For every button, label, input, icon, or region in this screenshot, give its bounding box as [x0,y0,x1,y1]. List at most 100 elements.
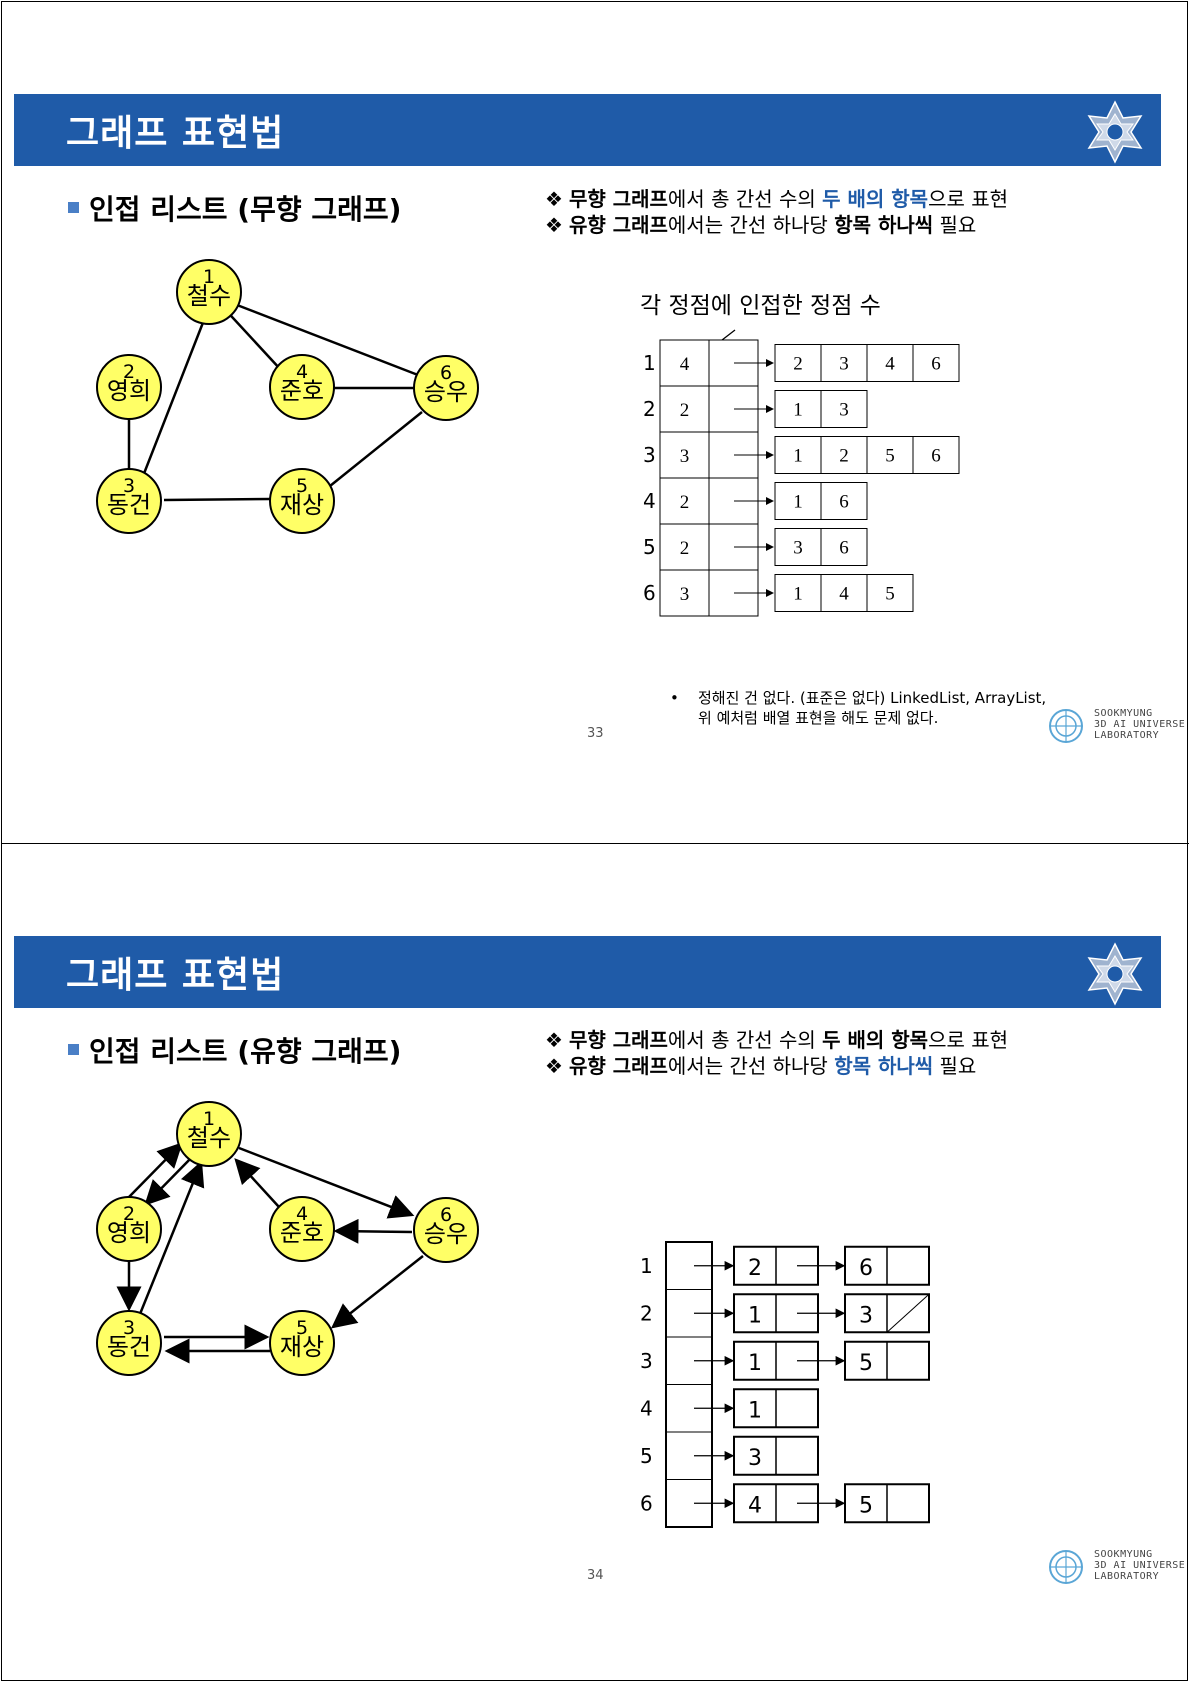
lab-logo-line: LABORATORY [1094,730,1160,741]
vertex: 6 승우 [413,355,479,421]
row-index: 4 [643,489,656,513]
edge [329,411,423,487]
vertex-name: 동건 [107,491,151,519]
bullet-line: ❖무향 그래프에서 총 간선 수의 두 배의 항목으로 표현 [545,1027,1008,1053]
list-node-value: 5 [859,1351,873,1376]
list-node [820,390,868,428]
bullet-bold: 무향 그래프 [568,187,668,211]
vertex-name: 준호 [280,1219,324,1247]
directed-edge [138,1160,205,1315]
list-node [774,344,822,382]
list-node [820,344,868,382]
directed-edge [234,1158,280,1208]
bullet-line: ❖무향 그래프에서 총 간선 수의 두 배의 항목으로 표현 [545,186,1008,212]
count-value: 2 [680,400,690,421]
bullet-line: ❖유향 그래프에서는 간선 하나당 항목 하나씩 필요 [545,1053,1008,1079]
list-node-value: 5 [885,446,895,467]
count-value: 2 [680,492,690,513]
list-node-value: 2 [793,354,803,375]
lab-logo-line: 3D AI UNIVERSE [1094,719,1186,730]
vertex: 3 동건 [96,468,162,534]
list-node [820,482,868,520]
diamond-bullet-icon: ❖ [545,1028,563,1052]
list-node-value: 2 [839,446,849,467]
adjacency-row: 3 1 5 [640,1336,930,1381]
row-index: 3 [643,443,656,467]
list-node-value: 3 [793,538,803,559]
list-node-value: 1 [793,584,803,605]
vertex-number: 5 [296,1317,308,1339]
bullet-square-icon [68,201,79,213]
list-node-value: 3 [859,1303,873,1328]
lab-logo-text: SOOKMYUNG 3D AI UNIVERSE LABORATORY [1094,708,1185,741]
list-node-value: 5 [859,1493,873,1518]
bullet-text: 에서는 간선 하나당 [667,1054,835,1078]
bullet-bold: 항목 하나씩 [834,213,934,237]
list-node-value: 3 [839,354,849,375]
vertex: 3 동건 [96,1310,162,1376]
list-node-value: 6 [931,354,941,375]
slide-title: 그래프 표현법 [66,955,285,996]
list-node-value: 4 [748,1493,762,1518]
row-index: 3 [640,1349,653,1373]
vertex-number: 6 [440,362,452,384]
list-node-value: 3 [839,400,849,421]
list-node [866,574,914,612]
list-node-value: 1 [793,400,803,421]
bullet-text: 에서 총 간선 수의 [667,1028,823,1052]
count-value: 3 [680,446,690,467]
count-cell [659,523,710,571]
list-node-value: 6 [839,538,849,559]
directed-graph: 1 철수 2 영희 4 준호 6 승우 3 동건 5 재상 [96,1101,479,1376]
vertex-number: 3 [123,475,135,497]
bullet-list: ❖무향 그래프에서 총 간선 수의 두 배의 항목으로 표현 ❖유향 그래프에서… [545,186,1008,238]
count-cell [659,385,710,433]
list-node [912,436,960,474]
bullet-list: ❖무향 그래프에서 총 간선 수의 두 배의 항목으로 표현 ❖유향 그래프에서… [545,1027,1008,1079]
edge [163,497,271,502]
list-node [820,436,868,474]
section-heading: 인접 리스트 (유향 그래프) [68,1030,401,1070]
section-heading-text: 인접 리스트 (유향 그래프) [89,1035,402,1068]
vertex-number: 1 [203,1108,215,1130]
lab-logo-line: SOOKMYUNG [1094,708,1153,719]
vertex-number: 3 [123,1317,135,1339]
bullet-text: 에서는 간선 하나당 [667,213,835,237]
bullet-text: 필요 [933,1054,977,1078]
list-node [820,574,868,612]
slide-divider [1,843,1189,844]
vertex: 5 재상 [269,468,335,534]
vertex-name: 재상 [280,491,324,519]
vertex-number: 4 [296,1203,308,1225]
diamond-bullet-icon: ❖ [545,1054,563,1078]
list-node [774,574,822,612]
vertex-name: 승우 [424,378,468,406]
list-node [912,344,960,382]
list-node-value: 1 [748,1351,762,1376]
bullet-text: 에서 총 간선 수의 [667,187,823,211]
vertex-name: 영희 [107,377,151,405]
bullet-bold: 무향 그래프 [568,1028,668,1052]
list-node [866,436,914,474]
vertex: 5 재상 [269,1310,335,1376]
count-annotation: 각 정점에 인접한 정점 수 [640,293,881,319]
count-value: 3 [680,584,690,605]
list-node-value: 6 [859,1256,873,1281]
list-node [866,344,914,382]
title-banner: 그래프 표현법 [14,936,1161,1008]
section-heading-text: 인접 리스트 (무향 그래프) [89,193,402,226]
lab-logo-text: SOOKMYUNG 3D AI UNIVERSE LABORATORY [1094,1549,1185,1582]
vertex-name: 승우 [424,1220,468,1248]
university-emblem-icon [1087,100,1143,164]
row-index: 5 [640,1444,653,1468]
bullet-bold: 유향 그래프 [568,1054,668,1078]
bullet-text: 으로 표현 [928,187,1009,211]
slide-title: 그래프 표현법 [66,113,285,154]
edge [236,303,419,377]
